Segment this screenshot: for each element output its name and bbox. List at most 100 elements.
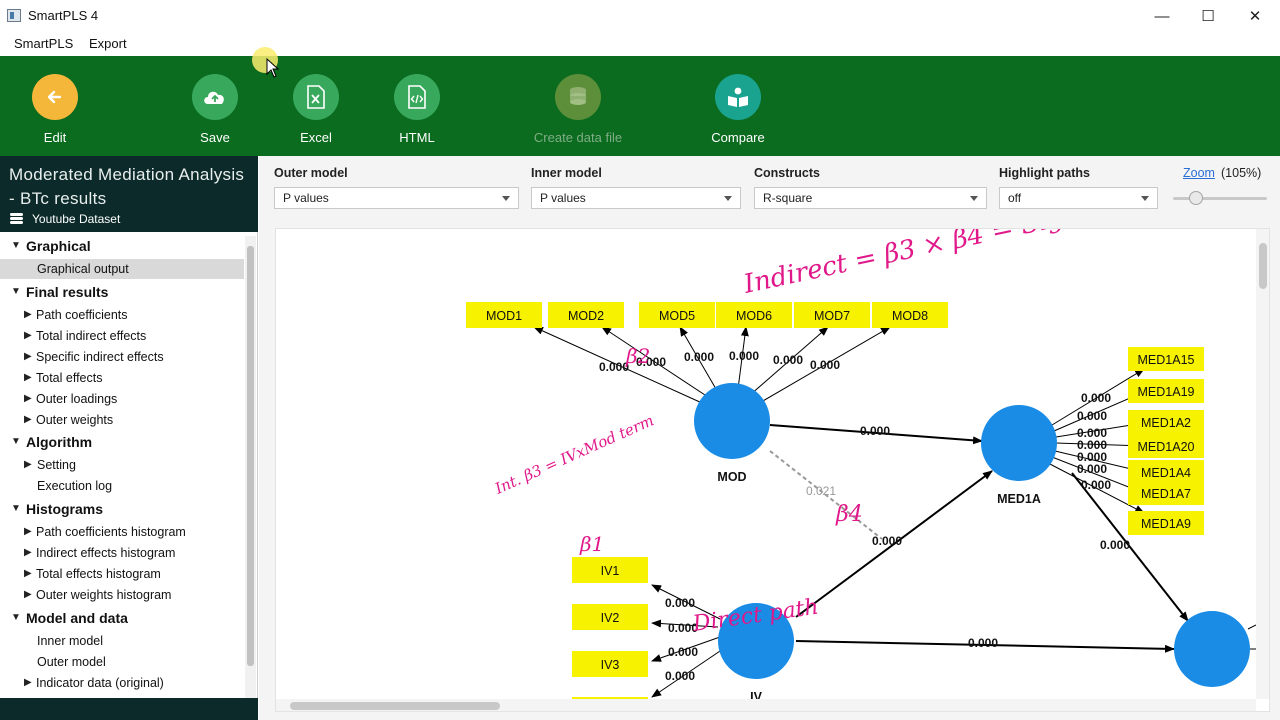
indicator-iv3[interactable] bbox=[572, 651, 648, 677]
excel-button[interactable]: Excel bbox=[261, 74, 371, 145]
create-data-file-button[interactable]: Create data file bbox=[523, 74, 633, 145]
tree-section-algorithm[interactable]: ▼Algorithm bbox=[11, 434, 93, 450]
tree-item-graphical-output[interactable]: Graphical output bbox=[0, 259, 244, 279]
tree-item-path-coefficients-histogram[interactable]: ▶Path coefficients histogram bbox=[24, 525, 186, 539]
indicator-mod8[interactable] bbox=[872, 302, 948, 328]
toolbar: Edit Save Excel HTML Create data file bbox=[0, 47, 1280, 156]
annotation-interaction-term: Int. β3 = IVxMod term bbox=[491, 411, 656, 498]
menu-export[interactable]: Export bbox=[89, 36, 127, 51]
tree-item-outer-weights-histogram[interactable]: ▶Outer weights histogram bbox=[24, 588, 172, 602]
highlight-paths-label: Highlight paths bbox=[999, 166, 1090, 180]
indicator-mod2[interactable] bbox=[548, 302, 624, 328]
annotation-indirect: Indirect = β3 × β4 = Sig bbox=[740, 229, 1066, 300]
indicator-mod1[interactable] bbox=[466, 302, 542, 328]
tree-section-histograms[interactable]: ▼Histograms bbox=[11, 501, 104, 517]
sidebar-scroll-thumb[interactable] bbox=[247, 246, 254, 666]
project-dataset[interactable]: Youtube Dataset bbox=[32, 212, 121, 226]
construct-med1a[interactable] bbox=[981, 405, 1057, 481]
construct-iv[interactable] bbox=[718, 603, 794, 679]
tree-item-outer-model[interactable]: Outer model bbox=[37, 655, 106, 669]
highlight-paths-select[interactable]: off bbox=[999, 187, 1158, 209]
indicator-med1a15[interactable] bbox=[1128, 347, 1204, 371]
tree-item-outer-loadings[interactable]: ▶Outer loadings bbox=[24, 392, 118, 406]
construct-mod-label: MOD bbox=[717, 470, 746, 484]
coef-interaction: 0.021 bbox=[806, 484, 836, 498]
indicator-med1a19[interactable] bbox=[1128, 379, 1204, 403]
sidebar: Moderated Mediation Analysis - BTc resul… bbox=[0, 156, 258, 720]
main-panel: Outer model P values Inner model P value… bbox=[259, 156, 1280, 720]
indicator-med1a7[interactable] bbox=[1128, 481, 1204, 505]
indicator-mod7[interactable] bbox=[794, 302, 870, 328]
minimize-button[interactable]: — bbox=[1154, 7, 1170, 25]
indicator-med1a20[interactable] bbox=[1128, 434, 1204, 458]
outer-model-label: Outer model bbox=[274, 166, 348, 180]
html-file-icon bbox=[394, 74, 440, 120]
tree-item-path-coefficients[interactable]: ▶Path coefficients bbox=[24, 308, 128, 322]
tree-item-setting[interactable]: ▶Setting bbox=[24, 458, 76, 472]
indicator-med1a9[interactable] bbox=[1128, 511, 1204, 535]
save-button[interactable]: Save bbox=[160, 74, 270, 145]
construct-mod[interactable] bbox=[694, 383, 770, 459]
path-interaction[interactable] bbox=[769, 450, 883, 540]
canvas-hscroll-thumb[interactable] bbox=[290, 702, 500, 710]
indicator-med1a2[interactable] bbox=[1128, 410, 1204, 434]
zoom-slider-knob[interactable] bbox=[1189, 191, 1203, 205]
canvas-vertical-scrollbar[interactable] bbox=[1256, 229, 1269, 699]
coef-med-to-dv: 0.000 bbox=[1100, 538, 1130, 552]
iv-loading-arrows bbox=[651, 584, 727, 698]
indicator-iv2[interactable] bbox=[572, 604, 648, 630]
canvas-vscroll-thumb[interactable] bbox=[1259, 243, 1267, 289]
constructs-select[interactable]: R-square bbox=[754, 187, 987, 209]
database-icon bbox=[555, 74, 601, 120]
tree-section-final-results[interactable]: ▼Final results bbox=[11, 284, 109, 300]
compare-button[interactable]: Compare bbox=[683, 74, 793, 145]
tree-item-specific-indirect-effects[interactable]: ▶Specific indirect effects bbox=[24, 350, 164, 364]
tree-item-indicator-data[interactable]: ▶Indicator data (original) bbox=[24, 676, 164, 690]
html-label: HTML bbox=[399, 130, 435, 145]
indicator-iv1[interactable] bbox=[572, 557, 648, 583]
tree-item-total-indirect-effects[interactable]: ▶Total indirect effects bbox=[24, 329, 147, 343]
project-title: Moderated Mediation Analysis - BTc resul… bbox=[9, 165, 245, 208]
indicator-mod6[interactable] bbox=[716, 302, 792, 328]
coef-mod1: 0.000 bbox=[599, 360, 629, 374]
tree-item-indirect-effects-histogram[interactable]: ▶Indirect effects histogram bbox=[24, 546, 176, 560]
tree-item-total-effects-histogram[interactable]: ▶Total effects histogram bbox=[24, 567, 161, 581]
path-model-diagram[interactable]: MOD1 MOD2 MOD5 MOD6 MOD7 MOD8 MED1A15 ME… bbox=[276, 229, 1256, 699]
sidebar-scrollbar[interactable] bbox=[245, 236, 256, 698]
path-med-to-dv[interactable] bbox=[1071, 472, 1189, 622]
construct-dv[interactable] bbox=[1174, 611, 1250, 687]
html-button[interactable]: HTML bbox=[362, 74, 472, 145]
coef-mod6: 0.000 bbox=[729, 349, 759, 363]
database-icon bbox=[10, 213, 23, 227]
zoom-slider-track[interactable] bbox=[1173, 197, 1267, 200]
path-iv-to-dv[interactable] bbox=[795, 640, 1175, 653]
indicator-med1a7-label: MED1A7 bbox=[1141, 487, 1191, 501]
coef-med1a4: 0.000 bbox=[1077, 450, 1107, 464]
edit-button[interactable]: Edit bbox=[0, 74, 110, 145]
tree-item-outer-weights[interactable]: ▶Outer weights bbox=[24, 413, 114, 427]
canvas-horizontal-scrollbar[interactable] bbox=[276, 699, 1256, 711]
maximize-button[interactable]: ☐ bbox=[1201, 8, 1215, 25]
indicator-mod5[interactable] bbox=[639, 302, 715, 328]
chevron-down-icon bbox=[1141, 196, 1149, 201]
path-iv-to-med[interactable] bbox=[795, 470, 993, 618]
tree-item-total-effects[interactable]: ▶Total effects bbox=[24, 371, 103, 385]
path-mod-to-med[interactable] bbox=[769, 424, 983, 445]
tree-section-model-and-data[interactable]: ▼Model and data bbox=[11, 610, 128, 626]
inner-model-select[interactable]: P values bbox=[531, 187, 741, 209]
zoom-link[interactable]: Zoom bbox=[1183, 166, 1215, 180]
tree-section-graphical[interactable]: ▼Graphical bbox=[11, 238, 91, 254]
menu-smartpls[interactable]: SmartPLS bbox=[14, 36, 74, 51]
indicator-med1a4[interactable] bbox=[1128, 460, 1204, 484]
close-button[interactable]: ✕ bbox=[1248, 8, 1262, 25]
indicator-iv4-partial[interactable] bbox=[572, 697, 648, 699]
mouse-cursor-icon bbox=[266, 58, 280, 78]
model-canvas[interactable]: MOD1 MOD2 MOD5 MOD6 MOD7 MOD8 MED1A15 ME… bbox=[275, 228, 1270, 712]
app-icon bbox=[7, 9, 21, 22]
tree-item-execution-log[interactable]: Execution log bbox=[37, 479, 113, 493]
coef-med1a2: 0.000 bbox=[1077, 426, 1107, 440]
mod-loading-arrows bbox=[533, 326, 891, 406]
tree-item-inner-model[interactable]: Inner model bbox=[37, 634, 104, 648]
outer-model-select[interactable]: P values bbox=[274, 187, 519, 209]
